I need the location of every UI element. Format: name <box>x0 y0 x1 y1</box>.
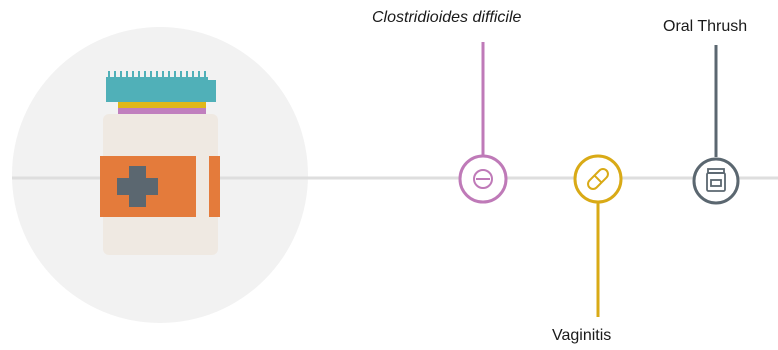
label-oral-thrush: Oral Thrush <box>663 18 748 35</box>
medicine-jar-icon <box>706 168 726 192</box>
label-clostridioides-difficile: Clostridioides difficile <box>372 9 522 26</box>
timeline-node-vaginitis <box>573 154 623 317</box>
pill-capsule-icon <box>587 168 609 190</box>
timeline-node-cdiff <box>458 42 508 204</box>
timeline-node-oral-thrush <box>692 45 740 205</box>
label-vaginitis: Vaginitis <box>552 327 612 344</box>
minus-circle-icon <box>473 169 493 189</box>
medicine-bottle-icon <box>100 71 220 255</box>
